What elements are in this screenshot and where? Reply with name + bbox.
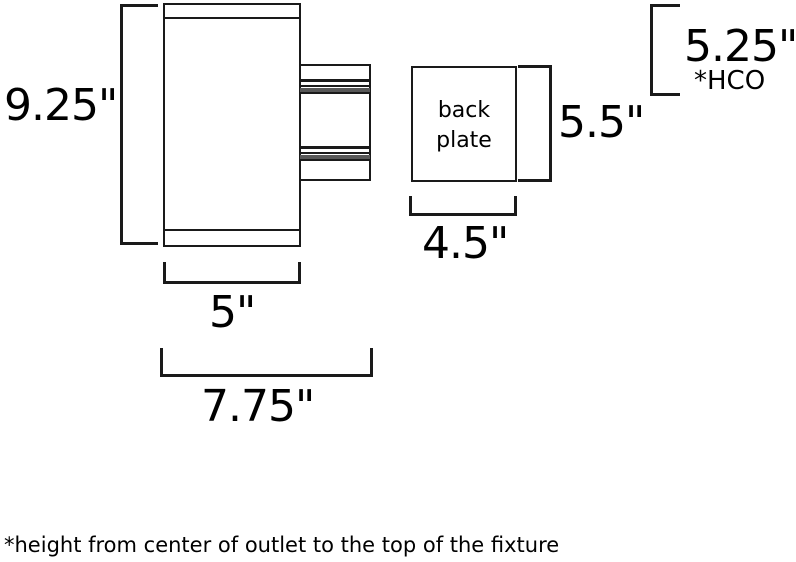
dimension-bracket-width-4-5 [409,196,517,216]
mount-arm-stripe-upper-4 [300,92,370,94]
dimension-label-height-5-5: 5.5" [558,97,645,148]
mount-arm-stripe-lower-2 [300,152,370,154]
mount-arm-stripe-upper-2 [300,85,370,87]
fixture-top-cap-seam [165,17,299,19]
dimension-label-height-5-25: 5.25" [684,21,796,72]
footnote-text: *height from center of outlet to the top… [4,533,560,557]
fixture-mount-arm-outline [299,64,371,181]
dimension-label-hco-marker: *HCO [694,66,766,96]
mount-arm-stripe-lower-3 [300,155,370,159]
mount-arm-stripe-upper-3 [300,88,370,92]
dimension-label-height-9-25: 9.25" [4,80,118,131]
dimension-bracket-height-5-25 [650,4,680,96]
mount-arm-stripe-upper-1 [300,79,370,82]
mount-arm-stripe-lower-1 [300,146,370,149]
fixture-body-outline [163,3,301,247]
dimension-bracket-height-9-25 [120,4,158,245]
dimension-label-width-4-5: 4.5" [422,218,509,269]
dimension-bracket-width-7-75 [160,348,373,377]
back-plate-label: back plate [436,98,492,153]
back-plate-outline [411,66,517,182]
mount-arm-stripe-lower-4 [300,159,370,161]
dimension-label-width-7-75: 7.75" [201,381,315,432]
fixture-bottom-cap-seam [165,229,299,231]
dimension-bracket-height-5-5 [518,65,552,182]
dimension-bracket-width-5 [163,262,301,284]
dimension-label-width-5: 5" [209,287,256,338]
